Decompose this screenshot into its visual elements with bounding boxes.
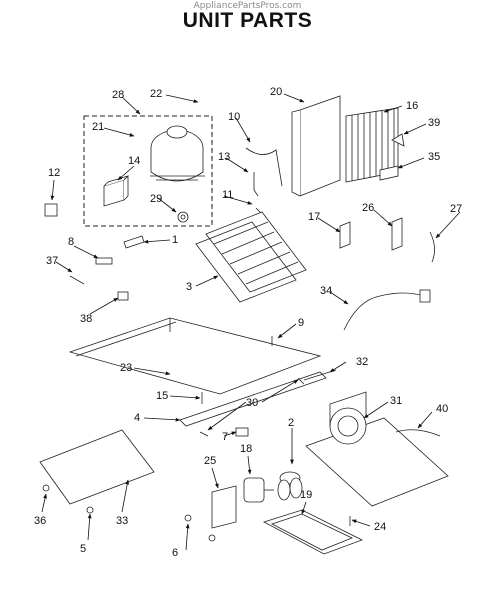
callout-11: 11 xyxy=(222,189,233,201)
part-7 xyxy=(235,427,249,437)
callout-32: 32 xyxy=(356,356,368,368)
machine-deck xyxy=(305,391,449,507)
evaporator-coil xyxy=(195,211,307,303)
part-8 xyxy=(95,257,113,265)
callout-40: 40 xyxy=(436,403,448,415)
callout-27: 27 xyxy=(450,203,462,215)
callout-4: 4 xyxy=(134,412,140,424)
callout-12: 12 xyxy=(48,167,60,179)
watermark: AppliancePartsPros.com xyxy=(193,1,302,11)
frame-23 xyxy=(68,317,322,395)
tube-10 xyxy=(245,147,283,187)
callout-35: 35 xyxy=(428,151,440,163)
callout-3: 3 xyxy=(186,281,192,293)
callout-5: 5 xyxy=(80,543,86,555)
callout-21: 21 xyxy=(92,121,104,133)
callout-labels: 28 22 20 16 21 10 39 13 35 12 14 11 29 1… xyxy=(34,86,462,559)
bracket-17 xyxy=(339,221,351,249)
relay-box xyxy=(103,175,129,207)
compressor xyxy=(150,125,205,182)
callout-36: 36 xyxy=(34,515,46,527)
tube-13 xyxy=(253,172,259,197)
callout-22: 22 xyxy=(150,88,162,100)
callout-31: 31 xyxy=(390,395,402,407)
callout-39: 39 xyxy=(428,117,440,129)
leader-lines xyxy=(41,93,461,551)
callout-20: 20 xyxy=(270,86,282,98)
callout-7: 7 xyxy=(222,431,228,443)
callout-24: 24 xyxy=(374,521,386,533)
part-1 xyxy=(123,235,145,249)
callout-1: 1 xyxy=(172,234,178,246)
callout-28: 28 xyxy=(112,89,124,101)
callout-2: 2 xyxy=(288,417,294,429)
base-panel xyxy=(39,429,155,505)
bracket-12 xyxy=(44,203,58,217)
bracket-26 xyxy=(391,217,403,251)
callout-26: 26 xyxy=(362,202,374,214)
screw-30 xyxy=(199,431,209,437)
screw-6 xyxy=(184,514,192,522)
wire-40 xyxy=(395,429,441,437)
page-title: UNIT PARTS xyxy=(182,9,313,32)
callout-13: 13 xyxy=(218,151,230,163)
wire-harness-34 xyxy=(343,292,425,331)
drier-tube xyxy=(95,129,155,161)
callout-29: 29 xyxy=(150,193,162,205)
callout-9: 9 xyxy=(298,317,304,329)
condenser-shroud xyxy=(291,95,341,197)
screw-5 xyxy=(86,506,94,514)
callout-34: 34 xyxy=(320,285,332,297)
fan-blade xyxy=(277,471,303,501)
callout-17: 17 xyxy=(308,211,320,223)
fan-motor xyxy=(243,477,274,503)
callout-37: 37 xyxy=(46,255,58,267)
callout-16: 16 xyxy=(406,100,418,112)
callout-18: 18 xyxy=(240,443,252,455)
screw-36 xyxy=(42,484,50,492)
callout-15: 15 xyxy=(156,390,168,402)
callout-14: 14 xyxy=(128,155,140,167)
callout-8: 8 xyxy=(68,236,74,248)
callout-19: 19 xyxy=(300,489,312,501)
drain-pan xyxy=(262,509,364,555)
callout-30: 30 xyxy=(246,397,258,409)
bracket-25 xyxy=(211,485,237,529)
wire-27 xyxy=(429,231,435,263)
part-38 xyxy=(117,291,129,301)
callout-23: 23 xyxy=(120,362,132,374)
clip-39 xyxy=(391,133,405,147)
callout-6: 6 xyxy=(172,547,178,559)
callout-33: 33 xyxy=(116,515,128,527)
callout-10: 10 xyxy=(228,111,240,123)
callout-25: 25 xyxy=(204,455,216,467)
compressor-kit-box xyxy=(83,115,213,227)
plate-35 xyxy=(379,165,399,181)
part-37 xyxy=(69,275,85,285)
callout-38: 38 xyxy=(80,313,92,325)
